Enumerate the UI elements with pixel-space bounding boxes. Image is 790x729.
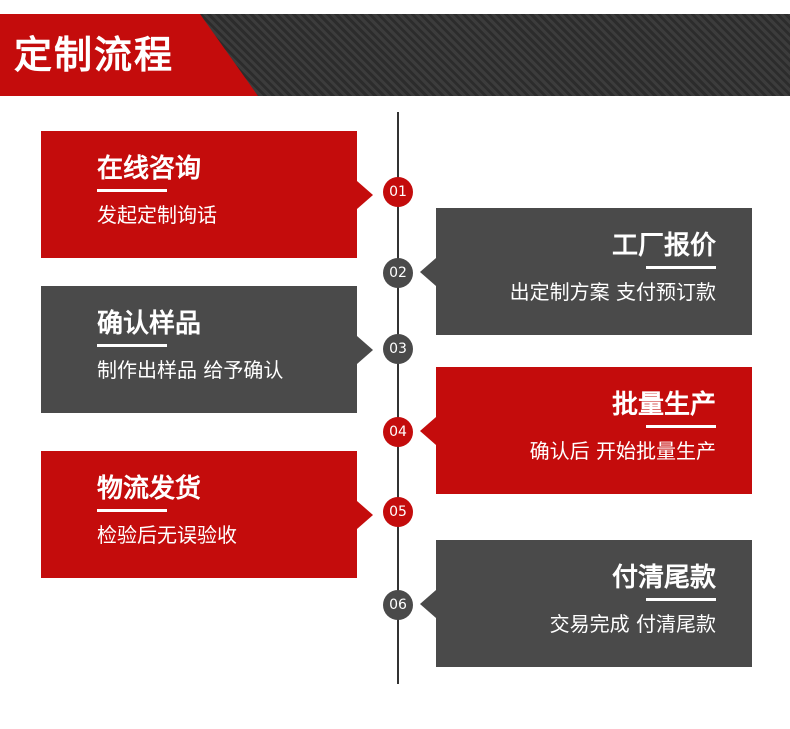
title-underline	[646, 266, 716, 269]
step-card-2: 工厂报价 出定制方案 支付预订款	[420, 208, 752, 335]
title-underline	[97, 344, 167, 347]
step-number-6: 06	[383, 590, 413, 620]
title-underline	[97, 509, 167, 512]
step-card-6: 付清尾款 交易完成 付清尾款	[420, 540, 752, 667]
step-card-4: 批量生产 确认后 开始批量生产	[420, 367, 752, 494]
step-card-1: 在线咨询 发起定制询话	[41, 131, 373, 258]
title-underline	[646, 598, 716, 601]
timeline-line	[397, 112, 399, 684]
step-desc: 发起定制询话	[97, 203, 217, 227]
step-number-3: 03	[383, 334, 413, 364]
step-number-2: 02	[383, 258, 413, 288]
step-number-1: 01	[383, 177, 413, 207]
step-title: 批量生产	[611, 390, 716, 420]
step-desc: 确认后 开始批量生产	[529, 439, 716, 463]
step-card-5: 物流发货 检验后无误验收	[41, 451, 373, 578]
step-desc: 检验后无误验收	[97, 523, 237, 547]
step-title: 物流发货	[97, 474, 202, 504]
step-card-3: 确认样品 制作出样品 给予确认	[41, 286, 373, 413]
step-title: 确认样品	[97, 309, 202, 339]
step-number-4: 04	[383, 417, 413, 447]
step-number-5: 05	[383, 497, 413, 527]
step-title: 在线咨询	[97, 154, 202, 184]
page-title: 定制流程	[14, 33, 175, 77]
step-title: 付清尾款	[611, 563, 716, 593]
step-desc: 交易完成 付清尾款	[549, 612, 716, 636]
title-underline	[97, 189, 167, 192]
step-desc: 制作出样品 给予确认	[97, 358, 284, 382]
step-desc: 出定制方案 支付预订款	[509, 280, 716, 304]
title-underline	[646, 425, 716, 428]
step-title: 工厂报价	[611, 231, 716, 261]
